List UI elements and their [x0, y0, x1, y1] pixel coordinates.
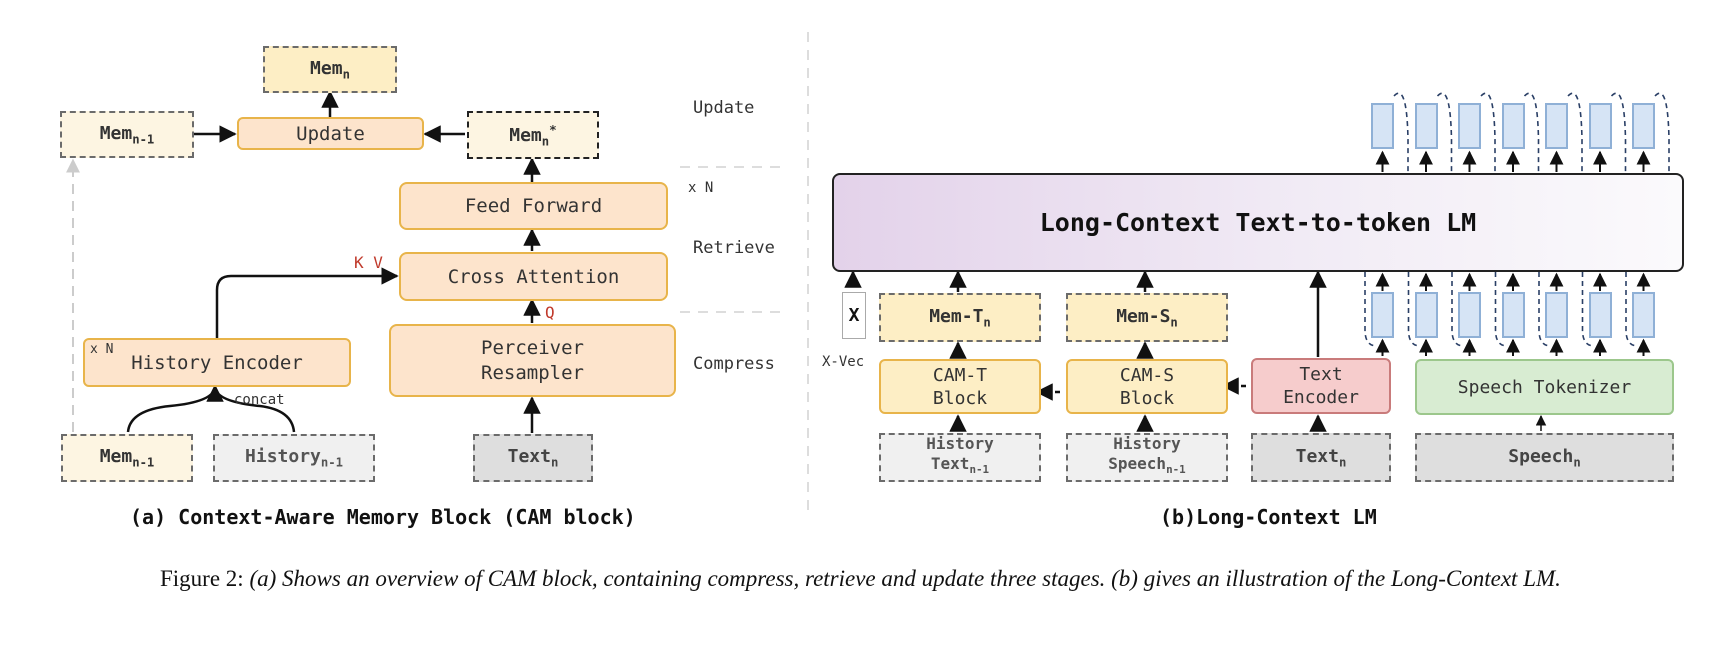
input-token	[1545, 292, 1568, 338]
output-token	[1501, 103, 1525, 149]
text-label: Text	[507, 446, 551, 468]
memory-s-box: Mem-Sn	[1066, 293, 1228, 342]
text-n-input-box: Textn	[473, 434, 593, 482]
update-label: Update	[296, 122, 365, 145]
speech-n-subscript: n	[1573, 455, 1581, 470]
lm-title: Long-Context Text-to-token LM	[1039, 208, 1477, 237]
cam-t-label: CAM-T	[932, 364, 988, 386]
cross-attention-block: Cross Attention	[399, 252, 668, 301]
history-text-box: History Textn-1	[879, 433, 1041, 482]
text-n-box: Textn	[1251, 433, 1391, 482]
stage-update-label: Update	[693, 98, 755, 118]
perceiver-label: Perceiver	[481, 336, 584, 359]
key-value-label: K V	[354, 253, 383, 272]
memory-star-label: Mem	[509, 124, 542, 146]
x-vector-box: X	[842, 292, 866, 339]
repeat-n-left-label: x N	[90, 342, 114, 357]
memory-s-label: Mem-S	[1116, 305, 1171, 327]
figure-caption: Figure 2: (a) Shows an overview of CAM b…	[160, 563, 1620, 594]
stage-retrieve-label: Retrieve	[693, 238, 775, 258]
x-vector-symbol: X	[848, 305, 860, 326]
memory-input-subscript: n-1	[132, 455, 155, 470]
text-encoder-text-label: Text	[1299, 364, 1343, 385]
input-token	[1632, 292, 1655, 338]
output-token	[1588, 103, 1612, 149]
query-label: Q	[545, 303, 555, 322]
memory-input-label: Mem	[99, 446, 133, 468]
cam-t-block-label: Block	[932, 387, 988, 409]
speech-tokenizer-block: Speech Tokenizer	[1415, 359, 1674, 415]
input-token	[1501, 292, 1525, 338]
history-subscript: n-1	[320, 455, 343, 470]
speech-n-label: Speech	[1508, 445, 1574, 467]
output-token	[1371, 103, 1394, 149]
cam-t-block: CAM-T Block	[879, 359, 1041, 414]
text-n-subscript: n	[1338, 455, 1347, 470]
history-speech-line1: History	[1113, 434, 1181, 454]
output-token	[1632, 103, 1655, 149]
memory-s-subscript: n	[1170, 315, 1178, 330]
history-label: History	[245, 446, 321, 468]
memory-n-star-box: Memn*	[467, 111, 599, 159]
text-subscript: n	[550, 455, 559, 470]
stage-compress-label: Compress	[693, 354, 775, 374]
text-n-label: Text	[1295, 445, 1339, 467]
figure-caption-body: (a) Shows an overview of CAM block, cont…	[249, 566, 1561, 591]
history-n-minus-1-box: Historyn-1	[213, 434, 375, 482]
memory-n-minus-1-box: Memn-1	[60, 111, 194, 158]
memory-t-label: Mem-T	[929, 305, 984, 327]
cam-s-block: CAM-S Block	[1066, 359, 1228, 414]
history-text-line1: History	[926, 434, 994, 454]
figure-caption-prefix: Figure 2:	[160, 566, 250, 591]
memory-n-label: Mem	[310, 57, 343, 79]
long-context-lm-block: Long-Context Text-to-token LM	[832, 173, 1684, 272]
speech-tokenizer-label: Speech Tokenizer	[1457, 376, 1632, 398]
memory-n-minus-1-input-box: Memn-1	[61, 434, 193, 482]
history-text-subscript: n-1	[969, 463, 990, 477]
resampler-label: Resampler	[481, 361, 584, 384]
input-token	[1371, 292, 1394, 338]
cam-s-block-label: Block	[1119, 387, 1175, 409]
history-text-base: Text	[930, 454, 970, 474]
history-encoder-label: History Encoder	[131, 351, 303, 374]
concat-label: concat	[234, 392, 285, 408]
input-token	[1414, 292, 1438, 338]
input-token	[1588, 292, 1612, 338]
panel-a-caption: (a) Context-Aware Memory Block (CAM bloc…	[130, 505, 636, 529]
cross-attention-label: Cross Attention	[447, 265, 620, 288]
feed-forward-label: Feed Forward	[464, 195, 603, 217]
cam-s-label: CAM-S	[1119, 364, 1175, 386]
feed-forward-block: Feed Forward	[399, 182, 668, 230]
history-speech-base: Speech	[1108, 454, 1167, 474]
memory-n-box: Memn	[263, 46, 397, 93]
output-token	[1414, 103, 1438, 149]
output-token	[1545, 103, 1568, 149]
memory-prev-label: Mem	[99, 122, 133, 144]
text-encoder-encoder-label: Encoder	[1283, 387, 1359, 408]
memory-t-box: Mem-Tn	[879, 293, 1041, 342]
input-token	[1458, 292, 1481, 338]
history-speech-subscript: n-1	[1166, 463, 1186, 477]
memory-prev-subscript: n-1	[132, 132, 155, 147]
memory-n-subscript: n	[342, 67, 350, 82]
panel-b-caption: (b)Long-Context LM	[1160, 505, 1377, 529]
text-encoder-block: Text Encoder	[1251, 358, 1391, 414]
perceiver-resampler-block: Perceiver Resampler	[389, 324, 676, 397]
history-encoder-block: History Encoder	[83, 338, 351, 387]
memory-star-subscript: n	[541, 134, 550, 149]
speech-n-box: Speechn	[1415, 433, 1674, 482]
memory-t-subscript: n	[983, 315, 991, 330]
x-vector-label: X-Vec	[822, 354, 865, 370]
repeat-n-right-label: x N	[688, 180, 714, 196]
update-block: Update	[237, 117, 424, 150]
output-token	[1458, 103, 1481, 149]
history-speech-box: History Speechn-1	[1066, 433, 1228, 482]
memory-star-superscript: *	[549, 121, 557, 137]
